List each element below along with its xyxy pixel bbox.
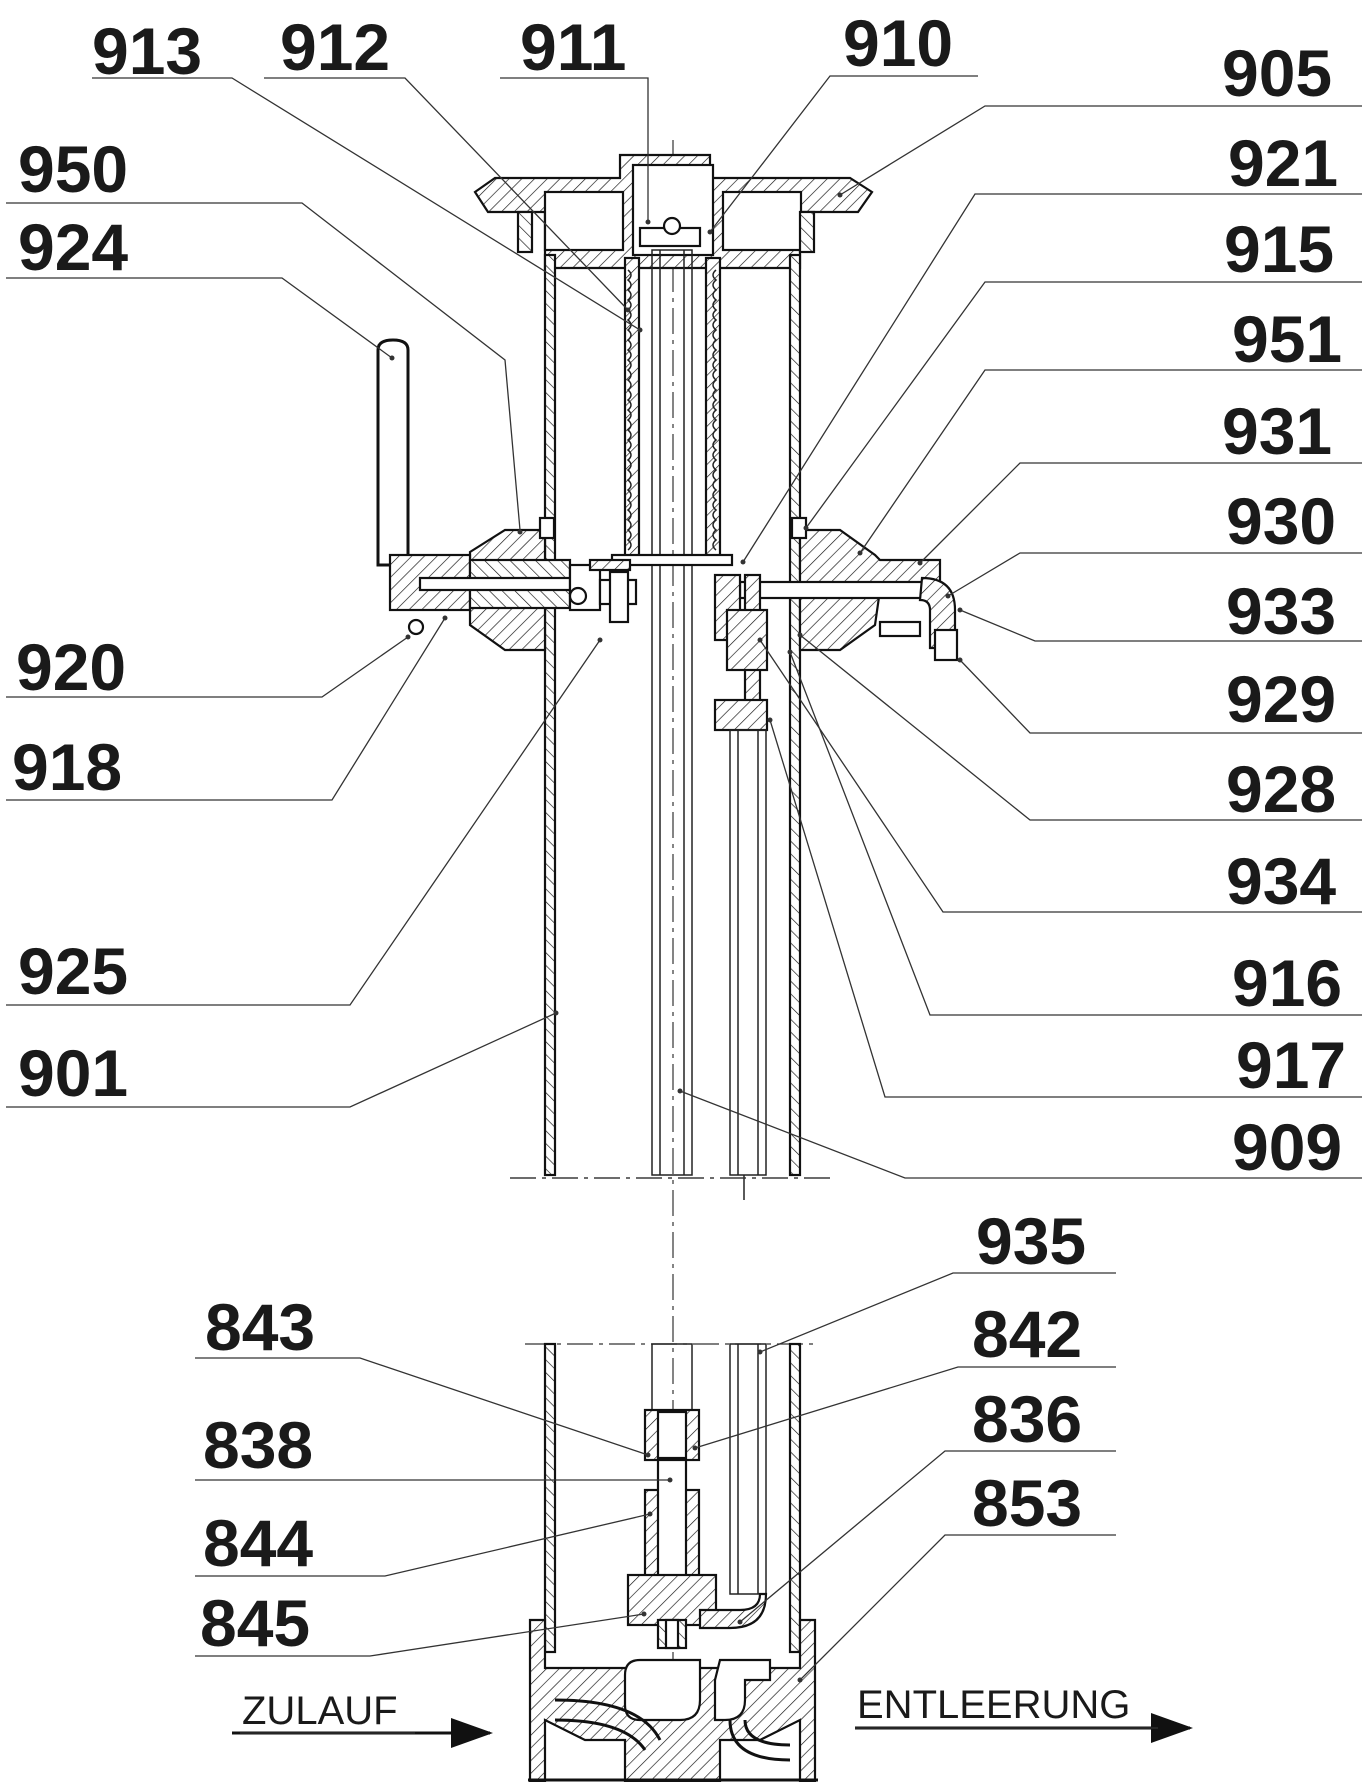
label-853: 853 — [972, 1466, 1082, 1540]
label-933: 933 — [1226, 574, 1336, 648]
label-918: 918 — [12, 730, 122, 804]
part-labels: 913 912 911 910 905 950 924 921 915 951 … — [12, 6, 1346, 1660]
label-916: 916 — [1232, 946, 1342, 1020]
label-838: 838 — [203, 1408, 313, 1482]
drain-label: ENTLEERUNG — [857, 1683, 1130, 1727]
outer-standpipe-upper — [543, 253, 802, 1177]
label-845: 845 — [200, 1586, 310, 1660]
handle-lever — [376, 338, 572, 636]
label-842: 842 — [972, 1297, 1082, 1371]
label-920: 920 — [16, 630, 126, 704]
label-951: 951 — [1232, 302, 1342, 376]
outer-standpipe-lower — [543, 1342, 802, 1654]
leader-lines — [6, 75, 1362, 1748]
spindle-tube — [651, 249, 693, 1176]
flow-labels: ZULAUF ENTLEERUNG — [242, 1683, 1130, 1733]
label-917: 917 — [1236, 1028, 1346, 1102]
label-844: 844 — [203, 1506, 313, 1580]
label-912: 912 — [280, 10, 390, 84]
label-911: 911 — [520, 10, 626, 84]
label-925: 925 — [18, 934, 128, 1008]
label-924: 924 — [18, 210, 128, 284]
label-836: 836 — [972, 1382, 1082, 1456]
label-909: 909 — [1232, 1110, 1342, 1184]
label-843: 843 — [205, 1290, 315, 1364]
top-cap — [473, 153, 874, 270]
label-921: 921 — [1228, 126, 1338, 200]
label-930: 930 — [1226, 484, 1336, 558]
label-929: 929 — [1226, 662, 1336, 736]
inlet-label: ZULAUF — [242, 1689, 398, 1733]
label-910: 910 — [843, 6, 953, 80]
label-934: 934 — [1226, 844, 1336, 918]
label-935: 935 — [976, 1204, 1086, 1278]
label-913: 913 — [92, 14, 202, 88]
label-915: 915 — [1224, 212, 1334, 286]
drain-pipe — [713, 608, 769, 1200]
hydrant-section — [376, 140, 959, 1782]
label-901: 901 — [18, 1036, 128, 1110]
label-underlines — [240, 1727, 1158, 1734]
label-905: 905 — [1222, 36, 1332, 110]
bolt-nut — [568, 558, 638, 624]
label-931: 931 — [1222, 394, 1332, 468]
label-950: 950 — [18, 132, 128, 206]
lower-valve — [626, 1408, 768, 1650]
label-928: 928 — [1226, 752, 1336, 826]
spring — [610, 256, 734, 567]
base-body — [528, 1618, 818, 1782]
